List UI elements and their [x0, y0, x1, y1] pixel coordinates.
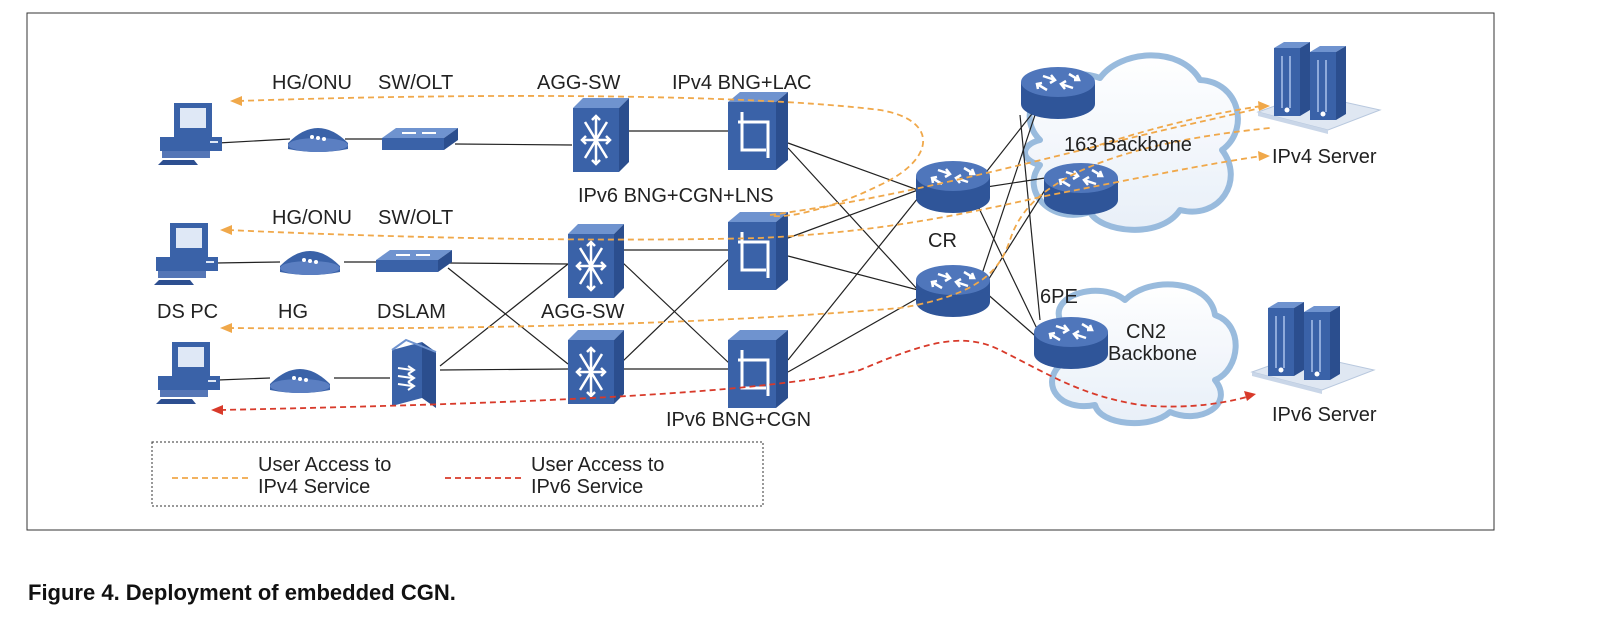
label-6pe: 6PE [1040, 286, 1078, 308]
router-icon-cr-1 [914, 159, 992, 215]
ipv6-access-path [211, 339, 1256, 415]
legend-ipv4-line1: User Access to [258, 454, 391, 476]
label-ipv6-bng-cgn-lns: IPv6 BNG+CGN+LNS [578, 185, 774, 207]
router-icon-163-1 [1019, 65, 1097, 121]
dslam-icon [391, 339, 437, 409]
legend: User Access to IPv4 Service User Access … [151, 441, 764, 507]
ipv4-arrowheads [220, 96, 1270, 333]
label-hg: HG [278, 301, 308, 323]
modem-icon-1 [288, 128, 348, 152]
label-ipv4-bng-lac: IPv4 BNG+LAC [672, 72, 812, 94]
label-cr: CR [928, 230, 957, 252]
label-agg-sw-2: AGG-SW [541, 301, 624, 323]
modem-icon-2 [280, 251, 340, 275]
label-hg-onu-1: HG/ONU [272, 72, 352, 94]
label-cn2-backbone: Backbone [1108, 343, 1197, 365]
label-dslam: DSLAM [377, 301, 446, 323]
label-cn2: CN2 [1126, 321, 1166, 343]
legend-box [151, 441, 764, 507]
legend-ipv4-line2: IPv4 Service [258, 476, 370, 498]
legend-ipv6-line1: User Access to [531, 454, 664, 476]
label-sw-olt-2: SW/OLT [378, 207, 453, 229]
modem-icon-3 [270, 369, 330, 393]
label-sw-olt-1: SW/OLT [378, 72, 453, 94]
legend-ipv6-line2: IPv6 Service [531, 476, 643, 498]
bng-icon-ipv6-cgn [726, 328, 790, 410]
agg-switch-icon-1 [571, 96, 631, 174]
agg-switch-icon-3 [566, 328, 626, 406]
router-icon-6pe [1032, 315, 1110, 371]
agg-switch-icon-2 [566, 222, 626, 300]
cloud-cn2-backbone [1042, 281, 1239, 427]
ipv4-access-paths [227, 95, 1271, 330]
olt-switch-icon-2 [375, 249, 453, 273]
server-icon-ipv6 [1251, 301, 1375, 395]
label-ds-pc: DS PC [157, 301, 218, 323]
bng-icon-ipv4-lac [726, 90, 790, 172]
figure-caption: Figure 4. Deployment of embedded CGN. [28, 580, 456, 605]
label-hg-onu-2: HG/ONU [272, 207, 352, 229]
label-ipv4-server: IPv4 Server [1272, 146, 1377, 168]
label-ipv6-bng-cgn: IPv6 BNG+CGN [666, 409, 811, 431]
pc-icon-3 [156, 342, 220, 404]
label-agg-sw-1: AGG-SW [537, 72, 620, 94]
olt-switch-icon-1 [381, 127, 459, 151]
label-ipv6-server: IPv6 Server [1272, 404, 1377, 426]
diagram-frame [26, 12, 1495, 531]
pc-icon-2 [154, 223, 218, 285]
router-icon-cr-2 [914, 263, 992, 319]
bng-icon-ipv6-cgn-lns [726, 210, 790, 292]
network-links [215, 109, 1046, 381]
device-labels: HG/ONU SW/OLT AGG-SW IPv4 BNG+LAC IPv6 B… [157, 72, 1377, 431]
server-icon-ipv4 [1257, 41, 1381, 135]
label-163-backbone: 163 Backbone [1064, 134, 1192, 156]
pc-icon-1 [158, 103, 222, 165]
